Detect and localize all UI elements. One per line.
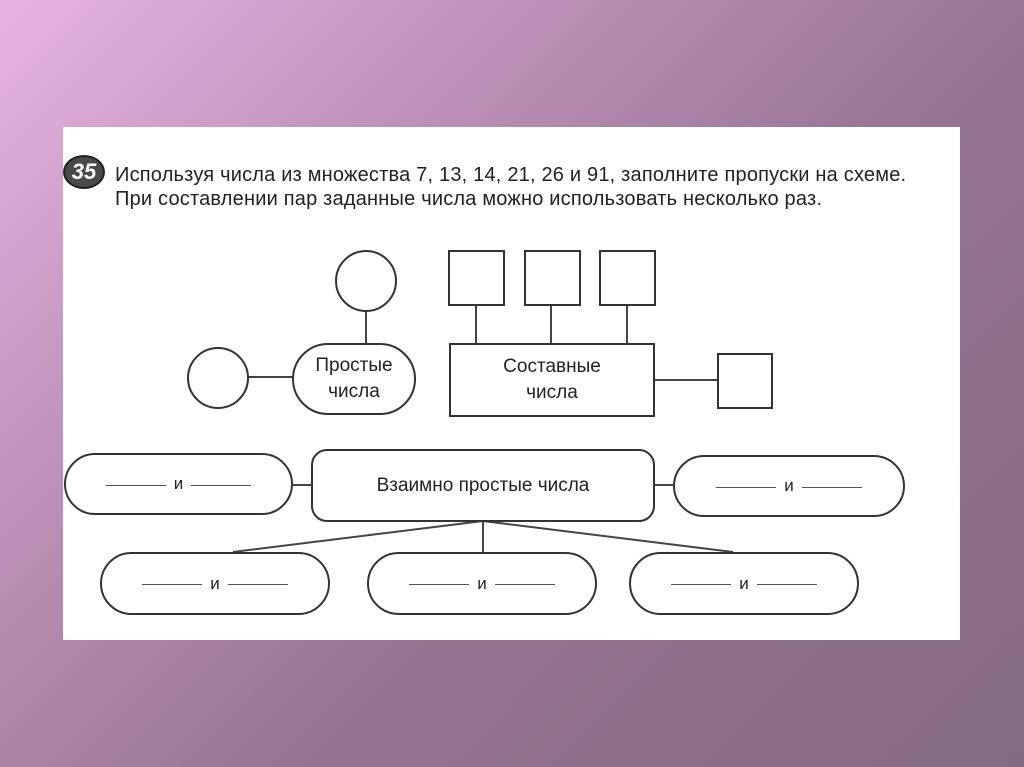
pair-conjunction: и: [739, 573, 749, 593]
coprime-numbers-node: Взаимно простые числа: [311, 449, 655, 522]
blank-slot[interactable]: [494, 582, 555, 585]
composite-label-line1: Составные: [503, 356, 601, 377]
composite-blank-square-1[interactable]: [448, 250, 505, 306]
diagram-connectors: [232, 305, 734, 553]
pair-slots: и: [134, 574, 296, 594]
pair-slots: и: [401, 574, 563, 594]
pair-conjunction: и: [784, 476, 794, 495]
blank-slot[interactable]: [142, 582, 203, 585]
prime-label-line2: числа: [328, 381, 380, 402]
prime-label-line1: Простые: [315, 355, 393, 376]
composite-blank-square-3[interactable]: [599, 250, 656, 306]
pair-slots: и: [708, 476, 870, 496]
pair-slots: и: [98, 474, 260, 494]
composite-label-line2: числа: [526, 382, 578, 403]
coprime-pair-right[interactable]: и: [673, 455, 905, 517]
coprime-pair-bottom-2[interactable]: и: [367, 552, 597, 615]
blank-slot[interactable]: [671, 582, 732, 585]
task-instructions: Используя числа из множества 7, 13, 14, …: [115, 164, 907, 210]
composite-blank-square-2[interactable]: [524, 250, 581, 306]
coprime-label: Взаимно простые числа: [376, 474, 590, 496]
coprime-pair-left[interactable]: и: [64, 453, 293, 515]
composite-blank-square-right[interactable]: [717, 353, 773, 409]
blank-slot[interactable]: [716, 485, 777, 488]
prime-blank-circle-left[interactable]: [187, 347, 249, 409]
composite-numbers-node: Составные числа: [449, 343, 655, 417]
task-number: 35: [71, 159, 97, 184]
prime-numbers-node: Простые числа: [292, 343, 416, 415]
blank-slot[interactable]: [756, 582, 817, 585]
task-number-badge: 35: [63, 155, 105, 189]
pair-conjunction: и: [210, 573, 220, 593]
pair-slots: и: [663, 574, 825, 594]
blank-slot[interactable]: [105, 483, 166, 486]
pair-conjunction: и: [173, 474, 184, 493]
blank-slot[interactable]: [191, 483, 252, 486]
blank-slot[interactable]: [409, 582, 470, 585]
worksheet: 35 Используя числа из множества 7, 13, 1…: [63, 127, 960, 640]
prime-blank-circle-top[interactable]: [335, 250, 397, 312]
blank-slot[interactable]: [801, 485, 862, 488]
coprime-pair-bottom-3[interactable]: и: [629, 552, 859, 615]
coprime-pair-bottom-1[interactable]: и: [100, 552, 330, 615]
pair-conjunction: и: [477, 573, 487, 593]
blank-slot[interactable]: [227, 582, 288, 585]
